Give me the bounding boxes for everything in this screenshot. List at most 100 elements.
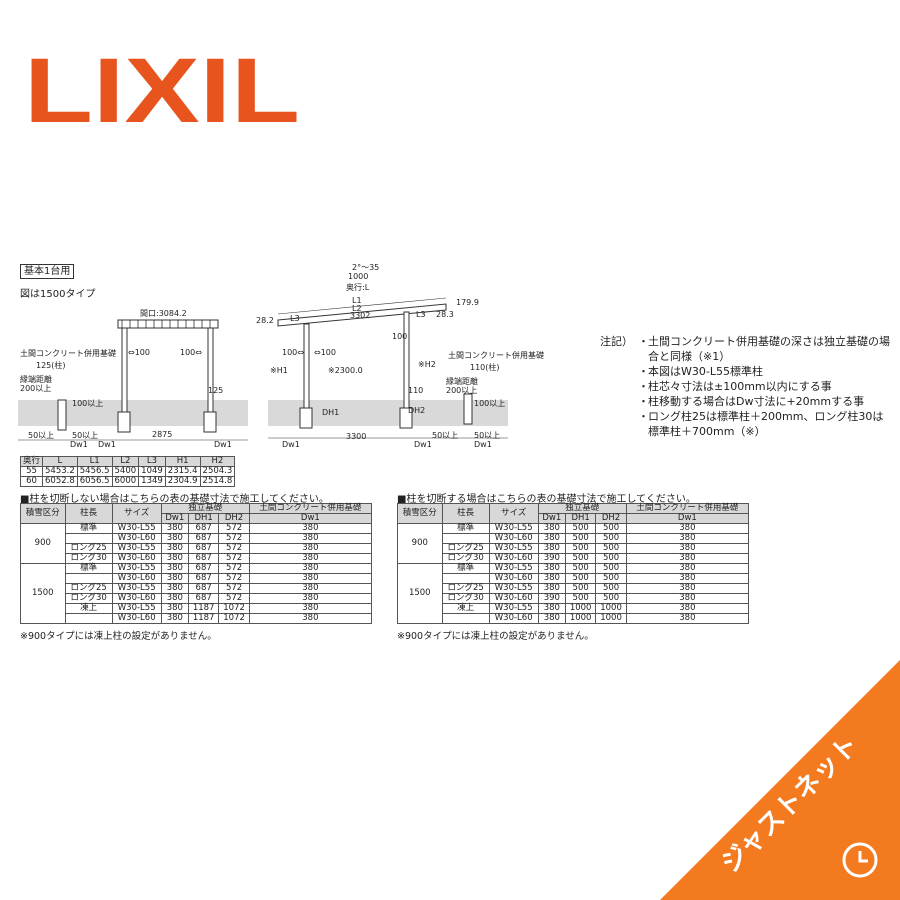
foundation-table-uncut: 積雪区分 柱長 サイズ 独立基礎 土間コンクリート併用基礎 Dw1 DH1 DH… [20, 503, 373, 624]
th-dh1: DH1 [564, 513, 597, 524]
value-cell: 380 [625, 593, 750, 604]
front-slab-label: 土間コンクリート併用基礎 [20, 349, 116, 358]
value-cell: 687 [187, 583, 220, 594]
value-cell: 380 [625, 533, 750, 544]
value-cell: 380 [625, 583, 750, 594]
side-arrow-left: 100⇔ [282, 348, 304, 357]
length-cell: ロング30 [64, 553, 113, 564]
snow-cell: 900 [397, 523, 443, 564]
th-independent: 独立基礎 [160, 503, 250, 514]
side-dim-50b: 50以上 [474, 431, 501, 440]
front-view-drawing [18, 319, 248, 441]
th-dh2: DH2 [218, 513, 250, 524]
front-dim-100: 100以上 [72, 399, 104, 408]
front-dim-50: 50以上 [28, 431, 55, 440]
side-l2-label: L2 [352, 304, 362, 313]
front-edge-label: 縁端距離 [20, 375, 52, 384]
length-cell [64, 533, 113, 544]
value-cell: 380 [160, 613, 189, 624]
th-slab: 土間コンクリート併用基礎 [248, 503, 373, 514]
side-28-left: 28.2 [256, 316, 274, 325]
side-slope-label: 2°～35 [352, 263, 380, 272]
length-cell: 凍上 [64, 603, 113, 614]
dim-cell: 5400 [111, 466, 140, 477]
value-cell: 500 [595, 533, 627, 544]
value-cell: 572 [218, 523, 250, 534]
size-cell: W30-L55 [488, 523, 539, 534]
value-cell: 380 [537, 523, 566, 534]
value-cell: 380 [248, 533, 373, 544]
th-independent: 独立基礎 [537, 503, 627, 514]
size-cell: W30-L60 [488, 573, 539, 584]
size-cell: W30-L55 [111, 563, 162, 574]
side-edge-label: 縁端距離 [446, 377, 478, 386]
value-cell: 390 [537, 593, 566, 604]
dim-cell: 60 [19, 476, 44, 487]
justnet-ribbon[interactable]: ジャストネット [660, 660, 900, 900]
dim-cell: 2504.3 [199, 466, 236, 477]
dim-header: L2 [111, 456, 140, 467]
length-cell: ロング25 [64, 583, 113, 594]
value-cell: 687 [187, 533, 220, 544]
note-item: 柱移動する場合はDw寸法に+20mmする事 [648, 395, 865, 408]
value-cell: 1187 [187, 613, 220, 624]
side-3300-label: 3300 [346, 432, 367, 441]
dim-header: H1 [164, 456, 201, 467]
side-arrow-right: ⇔100 [314, 348, 336, 357]
ribbon-shape: ジャストネット [660, 660, 900, 900]
side-h2-label: ※H2 [418, 360, 436, 369]
note-item: 土間コンクリート併用基礎の深さは独立基礎の場合と同様（※1） [648, 335, 890, 363]
value-cell: 572 [218, 553, 250, 564]
value-cell: 380 [625, 523, 750, 534]
th-snow: 積雪区分 [397, 503, 443, 524]
side-dh1-label: DH1 [322, 408, 340, 417]
value-cell: 1072 [218, 613, 250, 624]
table-right-caption: ■柱を切断する場合はこちらの表の基礎寸法で施工してください。 [397, 494, 696, 505]
length-cell: ロング25 [441, 583, 490, 594]
front-dw-mid: Dw1 [98, 440, 116, 449]
front-opening-label: 間口:3084.2 [140, 309, 187, 318]
clock-icon [842, 842, 878, 878]
front-arrow-left: ⇔100 [128, 348, 150, 357]
value-cell: 500 [595, 543, 627, 554]
side-dw-right: Dw1 [414, 440, 432, 449]
value-cell: 500 [564, 593, 597, 604]
size-cell: W30-L60 [111, 533, 162, 544]
value-cell: 1000 [595, 613, 627, 624]
dim-cell: 2315.4 [164, 466, 201, 477]
value-cell: 380 [248, 523, 373, 534]
front-col-label: 125(柱) [36, 361, 66, 370]
th-dw1: Dw1 [160, 513, 189, 524]
th-size: サイズ [111, 503, 162, 524]
dim-cell: 6056.5 [76, 476, 113, 487]
value-cell: 500 [595, 583, 627, 594]
side-28-right: 28.3 [436, 310, 454, 319]
value-cell: 500 [564, 543, 597, 554]
value-cell: 500 [564, 523, 597, 534]
size-cell: W30-L60 [111, 593, 162, 604]
value-cell: 500 [564, 533, 597, 544]
front-dim-125: 125 [208, 386, 224, 395]
length-cell: 標準 [64, 563, 113, 574]
notes-block: 注記）・土間コンクリート併用基礎の深さは独立基礎の場合と同様（※1） ・本図はW… [600, 335, 890, 438]
notes-label: 注記） [600, 335, 633, 348]
dimension-table: 奥行 L L1 L2 L3 H1 H2 55 5453.2 5456.5 540… [19, 456, 236, 487]
front-arrow-right: 100⇔ [180, 348, 202, 357]
dim-cell: 2304.9 [164, 476, 201, 487]
side-3302-label: 3302 [350, 311, 371, 320]
value-cell: 380 [537, 583, 566, 594]
th-slab: 土間コンクリート併用基礎 [625, 503, 750, 514]
value-cell: 572 [218, 573, 250, 584]
value-cell: 1072 [218, 603, 250, 614]
